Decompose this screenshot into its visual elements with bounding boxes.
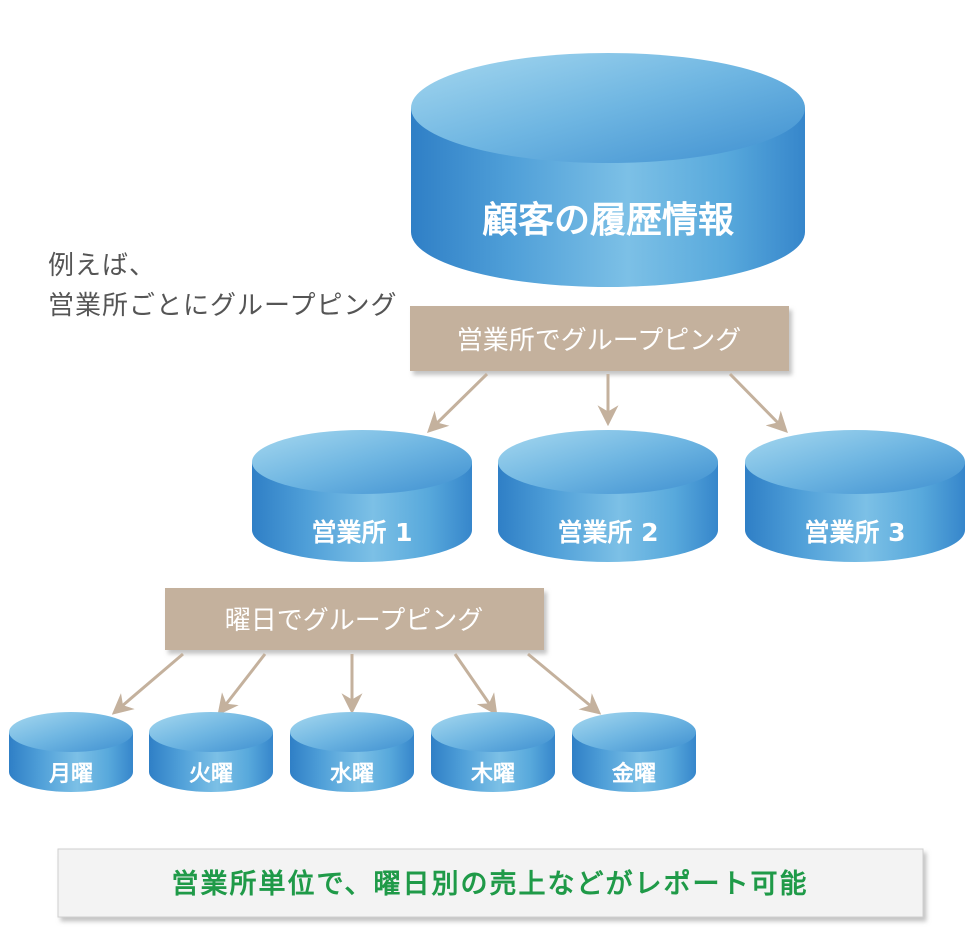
office-2-database: 営業所 2 (498, 430, 718, 562)
note-line-1: 例えば、 (48, 251, 156, 281)
thursday-label: 木曜 (470, 762, 515, 787)
tuesday-label: 火曜 (189, 762, 233, 787)
wednesday-label: 水曜 (330, 762, 374, 787)
summary-banner: 営業所単位で、曜日別の売上などがレポート可能 (57, 848, 924, 918)
office-3-label: 営業所 3 (804, 518, 905, 547)
weekday-grouping-label: 曜日でグループピング (225, 606, 483, 636)
office-grouping-label: 営業所でグループピング (457, 326, 741, 356)
wednesday-database: 水曜 (290, 712, 414, 792)
weekday-grouping-box: 曜日でグループピング (165, 588, 544, 650)
monday-label: 月曜 (48, 762, 93, 787)
monday-database: 月曜 (9, 712, 133, 792)
arrow-to-friday (527, 652, 602, 715)
office-3-database: 営業所 3 (745, 430, 965, 562)
office-1-label: 営業所 1 (311, 518, 412, 547)
thursday-database: 木曜 (431, 712, 555, 792)
arrow-to-office-3 (728, 372, 788, 433)
office-grouping-box: 営業所でグループピング (410, 306, 789, 371)
friday-label: 金曜 (611, 761, 656, 787)
arrow-to-thursday (453, 653, 498, 716)
arrow-to-monday (111, 652, 184, 715)
friday-database: 金曜 (572, 712, 696, 792)
office-arrows (427, 372, 788, 433)
weekday-arrows (111, 652, 602, 716)
note-line-2: 営業所ごとにグループピング (48, 291, 397, 321)
customer-history-database: 顧客の履歴情報 (411, 53, 805, 287)
customer-history-label: 顧客の履歴情報 (482, 200, 734, 241)
office-2-label: 営業所 2 (557, 518, 658, 547)
office-1-database: 営業所 1 (252, 430, 472, 562)
arrow-to-tuesday (217, 653, 267, 716)
summary-label: 営業所単位で、曜日別の売上などがレポート可能 (172, 868, 809, 900)
arrow-to-office-1 (427, 372, 489, 433)
tuesday-database: 火曜 (149, 712, 273, 792)
